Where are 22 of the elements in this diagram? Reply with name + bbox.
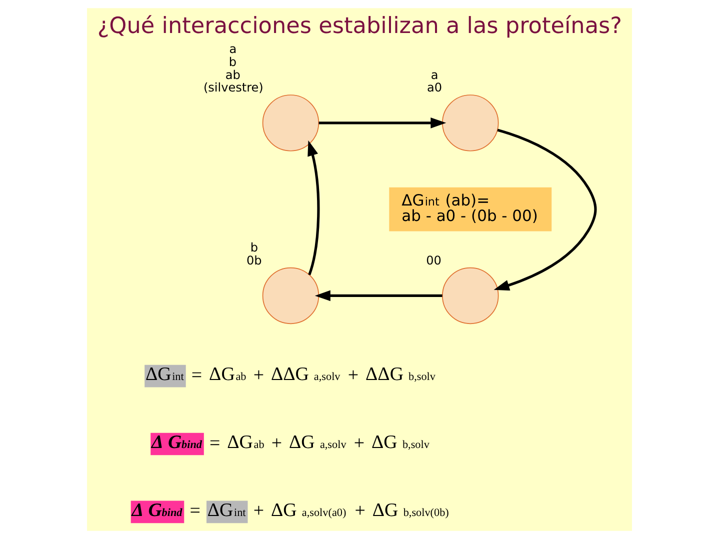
arrow — [494, 128, 597, 291]
node-label: a — [430, 68, 438, 82]
node-label: ab — [225, 68, 240, 82]
node-label: 0b — [246, 254, 262, 268]
node-circle — [262, 94, 320, 152]
node-label: b — [228, 54, 236, 69]
node-circle — [262, 267, 320, 324]
label: Δ Gbind = ΔGab + ΔG a,solv + ΔG b,solv — [151, 432, 430, 454]
node-circle — [442, 94, 499, 152]
label: Δ Gbind = ΔGint + ΔG a,solv(a0) + ΔG b,solv(0b) — [132, 500, 449, 522]
label: ΔGint = ΔGab + ΔΔG a,solv + ΔΔG b,solv — [145, 364, 436, 386]
arrow — [308, 140, 320, 276]
node-label: b — [250, 240, 258, 255]
node-box: ΔGint (ab)= ab - a0 - (0b - 00) — [389, 187, 552, 232]
arrow — [318, 118, 446, 128]
node-label: 00 — [426, 254, 442, 268]
arrow — [314, 290, 442, 302]
node-circle — [442, 267, 499, 324]
diagram-title: ¿Qué interacciones estabilizan a las proteínas? — [97, 12, 622, 39]
node-label: (silvestre) — [203, 80, 264, 95]
node-label: a — [229, 42, 237, 56]
node-label: a0 — [426, 80, 442, 95]
